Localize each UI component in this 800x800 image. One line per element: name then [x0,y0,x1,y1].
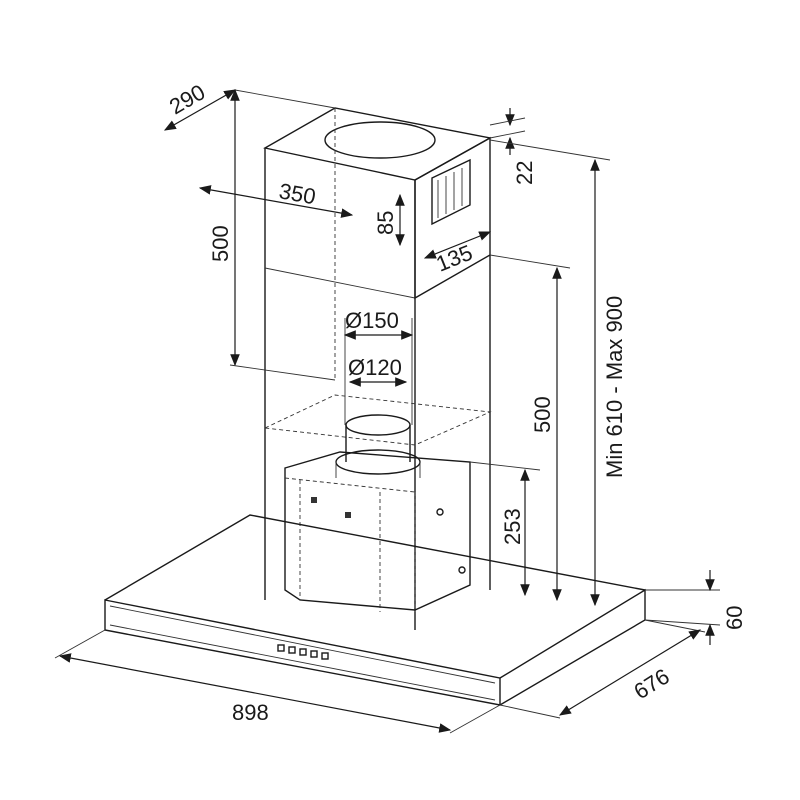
canopy [104,514,646,706]
motor-housing [284,451,471,612]
outlet-hole [324,121,436,159]
dim-898: 898 [232,700,269,725]
dim-135: 135 [433,240,476,277]
dim-676: 676 [629,664,673,705]
dim-total-height: Min 610 - Max 900 [602,296,627,478]
dim-350: 350 [277,178,318,209]
upper-chimney [263,107,493,630]
dim-60: 60 [722,606,747,630]
vent-grille-icon [431,158,471,226]
duct [263,394,492,478]
dim-253: 253 [500,508,525,545]
dimension-lines [54,88,721,734]
dim-85: 85 [373,211,398,235]
dim-150-diameter: Ø150 [345,308,399,333]
dim-290: 290 [165,79,209,119]
dim-22: 22 [512,161,537,185]
dim-500-lower: 500 [530,396,555,433]
dim-500-upper: 500 [208,225,233,262]
dim-120-diameter: Ø120 [348,355,402,380]
control-buttons[interactable] [277,644,329,660]
